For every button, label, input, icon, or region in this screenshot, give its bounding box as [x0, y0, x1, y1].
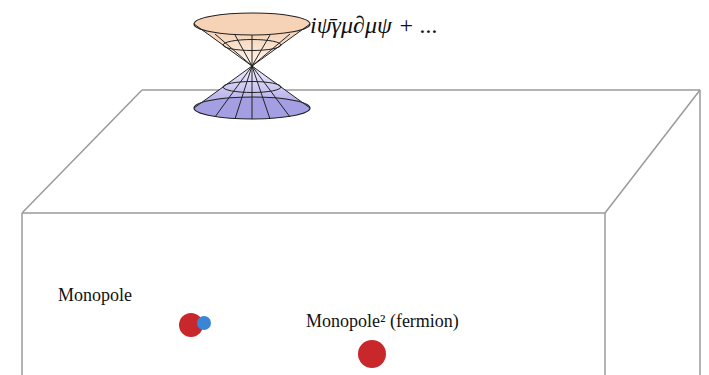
- monopole-label: Monopole: [58, 286, 132, 306]
- dirac-cone: [194, 13, 310, 119]
- monopole-squared-label: Monopole² (fermion): [306, 312, 459, 332]
- lagrangian-formula: iψ̄γμ∂μψ + ...: [310, 12, 438, 38]
- slab-outline: [22, 90, 700, 375]
